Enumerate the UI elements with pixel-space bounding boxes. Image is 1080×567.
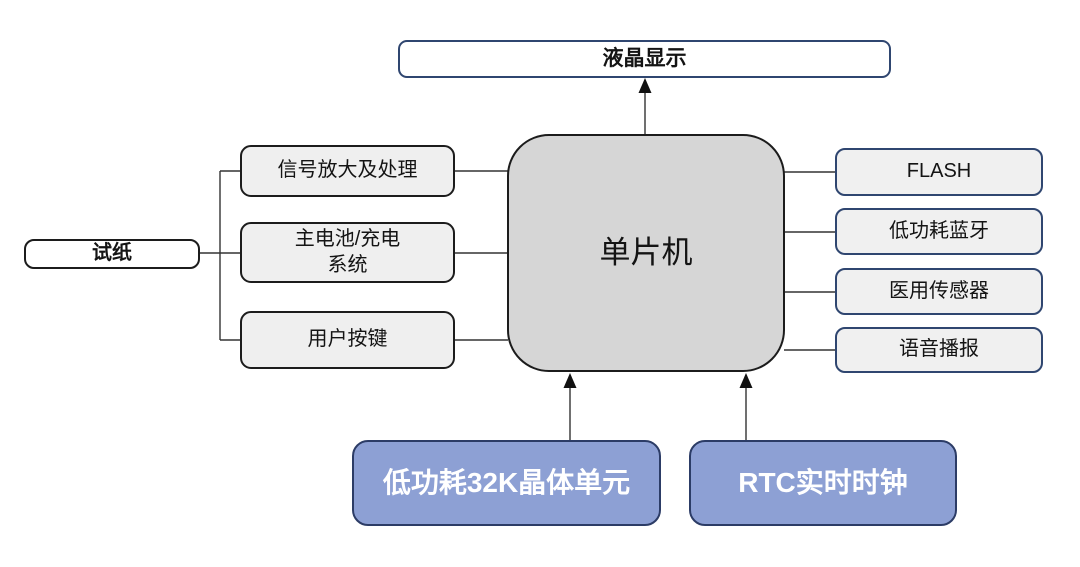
node-lcd-display: 液晶显示 bbox=[398, 40, 891, 78]
node-battery-charging-system: 主电池/充电 系统 bbox=[240, 222, 455, 283]
node-voice-broadcast: 语音播报 bbox=[835, 327, 1043, 373]
node-flash-memory: FLASH bbox=[835, 148, 1043, 196]
arrowhead-crystal bbox=[563, 373, 577, 388]
node-user-buttons: 用户按键 bbox=[240, 311, 455, 369]
arrowhead-rtc bbox=[739, 373, 753, 388]
node-signal-amplification: 信号放大及处理 bbox=[240, 145, 455, 197]
node-low-power-bluetooth: 低功耗蓝牙 bbox=[835, 208, 1043, 255]
node-test-strip: 试纸 bbox=[24, 239, 200, 269]
node-mcu: 单片机 bbox=[507, 134, 785, 372]
arrowhead-lcd bbox=[638, 78, 652, 93]
node-medical-sensor: 医用传感器 bbox=[835, 268, 1043, 315]
node-rtc-clock: RTC实时时钟 bbox=[689, 440, 957, 526]
node-32k-crystal-unit: 低功耗32K晶体单元 bbox=[352, 440, 661, 526]
